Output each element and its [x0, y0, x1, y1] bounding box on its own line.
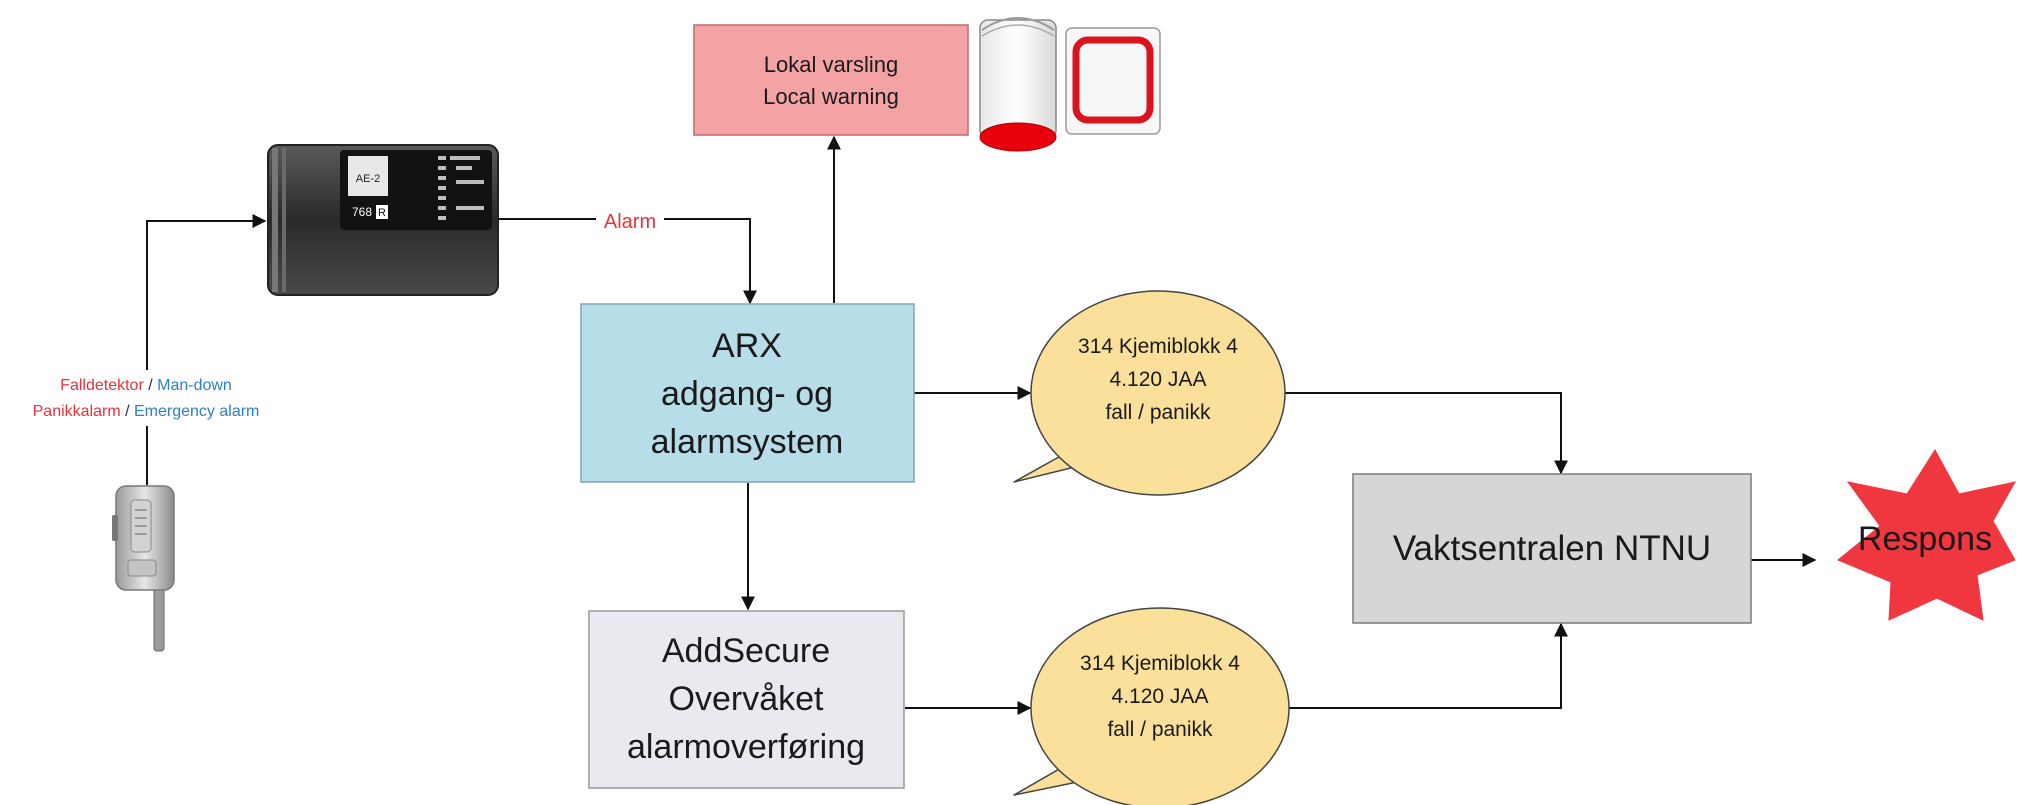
bubble-top-line2: 4.120 JAA: [1110, 368, 1207, 391]
local-warning-line2: Local warning: [763, 84, 899, 109]
arx-line3: alarmsystem: [651, 423, 844, 461]
bubble-bottom-line3: fall / panikk: [1107, 718, 1213, 741]
pendant-transmitter-icon: [112, 485, 175, 652]
arx-line2: adgang- og: [661, 375, 833, 413]
alarm-label-bg: [596, 208, 664, 232]
connector-pendant-to-panel: [146, 214, 267, 485]
connector-bubble-top-to-central: [1285, 392, 1568, 475]
local-warning-line1: Lokal varsling: [764, 52, 899, 77]
guard-central-box: Vaktsentralen NTNU: [1352, 473, 1752, 624]
bubble-top-line1: 314 Kjemiblokk 4: [1078, 335, 1238, 358]
siren-icon: [979, 17, 1057, 152]
bubble-bottom-line1: 314 Kjemiblokk 4: [1080, 652, 1240, 675]
alarm-label: Alarm: [604, 211, 656, 233]
connector-bubble-bottom-to-central: [1289, 622, 1568, 709]
panel-display-text: AE-2: [356, 173, 380, 185]
arx-system-box: ARX adgang- og alarmsystem: [580, 303, 915, 483]
alarm-button-icon: [1065, 27, 1161, 135]
addsecure-line1: AddSecure: [662, 632, 830, 670]
addsecure-box: AddSecure Overvåket alarmoverføring: [588, 610, 905, 789]
central-label: Vaktsentralen NTNU: [1393, 529, 1711, 568]
response-star: Respons: [1837, 449, 2016, 621]
bubble-bottom-line2: 4.120 JAA: [1112, 685, 1209, 708]
sensor-labels-bg: [10, 370, 290, 426]
sensor-label-line2: Panikkalarm / Emergency alarm: [33, 403, 260, 420]
connector-panel-to-arx: [497, 218, 757, 305]
sensor-label-line1: Falldetektor / Man-down: [60, 377, 232, 394]
addsecure-line3: alarmoverføring: [627, 728, 865, 766]
alarm-panel-icon: AE-2 768 R: [267, 144, 499, 296]
sensor-label-emergency-alarm: Emergency alarm: [134, 403, 259, 420]
speech-bubble-bottom: 314 Kjemiblokk 4 4.120 JAA fall / panikk: [1013, 607, 1290, 805]
arx-line1: ARX: [712, 327, 782, 365]
bubble-top-line3: fall / panikk: [1105, 401, 1211, 424]
local-warning-box: Lokal varsling Local warning: [693, 24, 969, 136]
sensor-label-panikkalarm: Panikkalarm: [33, 403, 121, 420]
speech-bubble-top: 314 Kjemiblokk 4 4.120 JAA fall / panikk: [1013, 290, 1286, 496]
response-label: Respons: [1858, 520, 1992, 558]
panel-model-badge: R: [378, 207, 386, 219]
addsecure-line2: Overvåket: [669, 680, 824, 718]
sensor-label-falldetektor: Falldetektor: [60, 377, 144, 394]
panel-model-text: 768: [352, 205, 372, 219]
sensor-label-man-down: Man-down: [157, 377, 232, 394]
